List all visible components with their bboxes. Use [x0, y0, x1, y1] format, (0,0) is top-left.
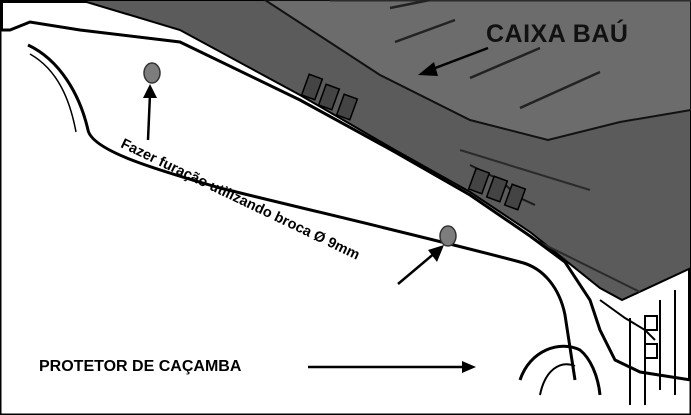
- arrow-hole-right: [397, 245, 444, 285]
- hinge-left: [300, 73, 359, 121]
- arrow-caixa-bau: [418, 46, 489, 76]
- arrow-hole-left: [143, 84, 157, 141]
- protetor-panel: [0, 20, 691, 415]
- drill-hole-right: [439, 225, 457, 247]
- arrow-protetor: [308, 361, 476, 373]
- hinge-right: [467, 167, 527, 211]
- protetor-de-cacamba-label: PROTETOR DE CAÇAMBA: [39, 358, 242, 375]
- drill-hole-left: [143, 62, 161, 84]
- caixa-bau-label: CAIXA BAÚ: [486, 20, 629, 48]
